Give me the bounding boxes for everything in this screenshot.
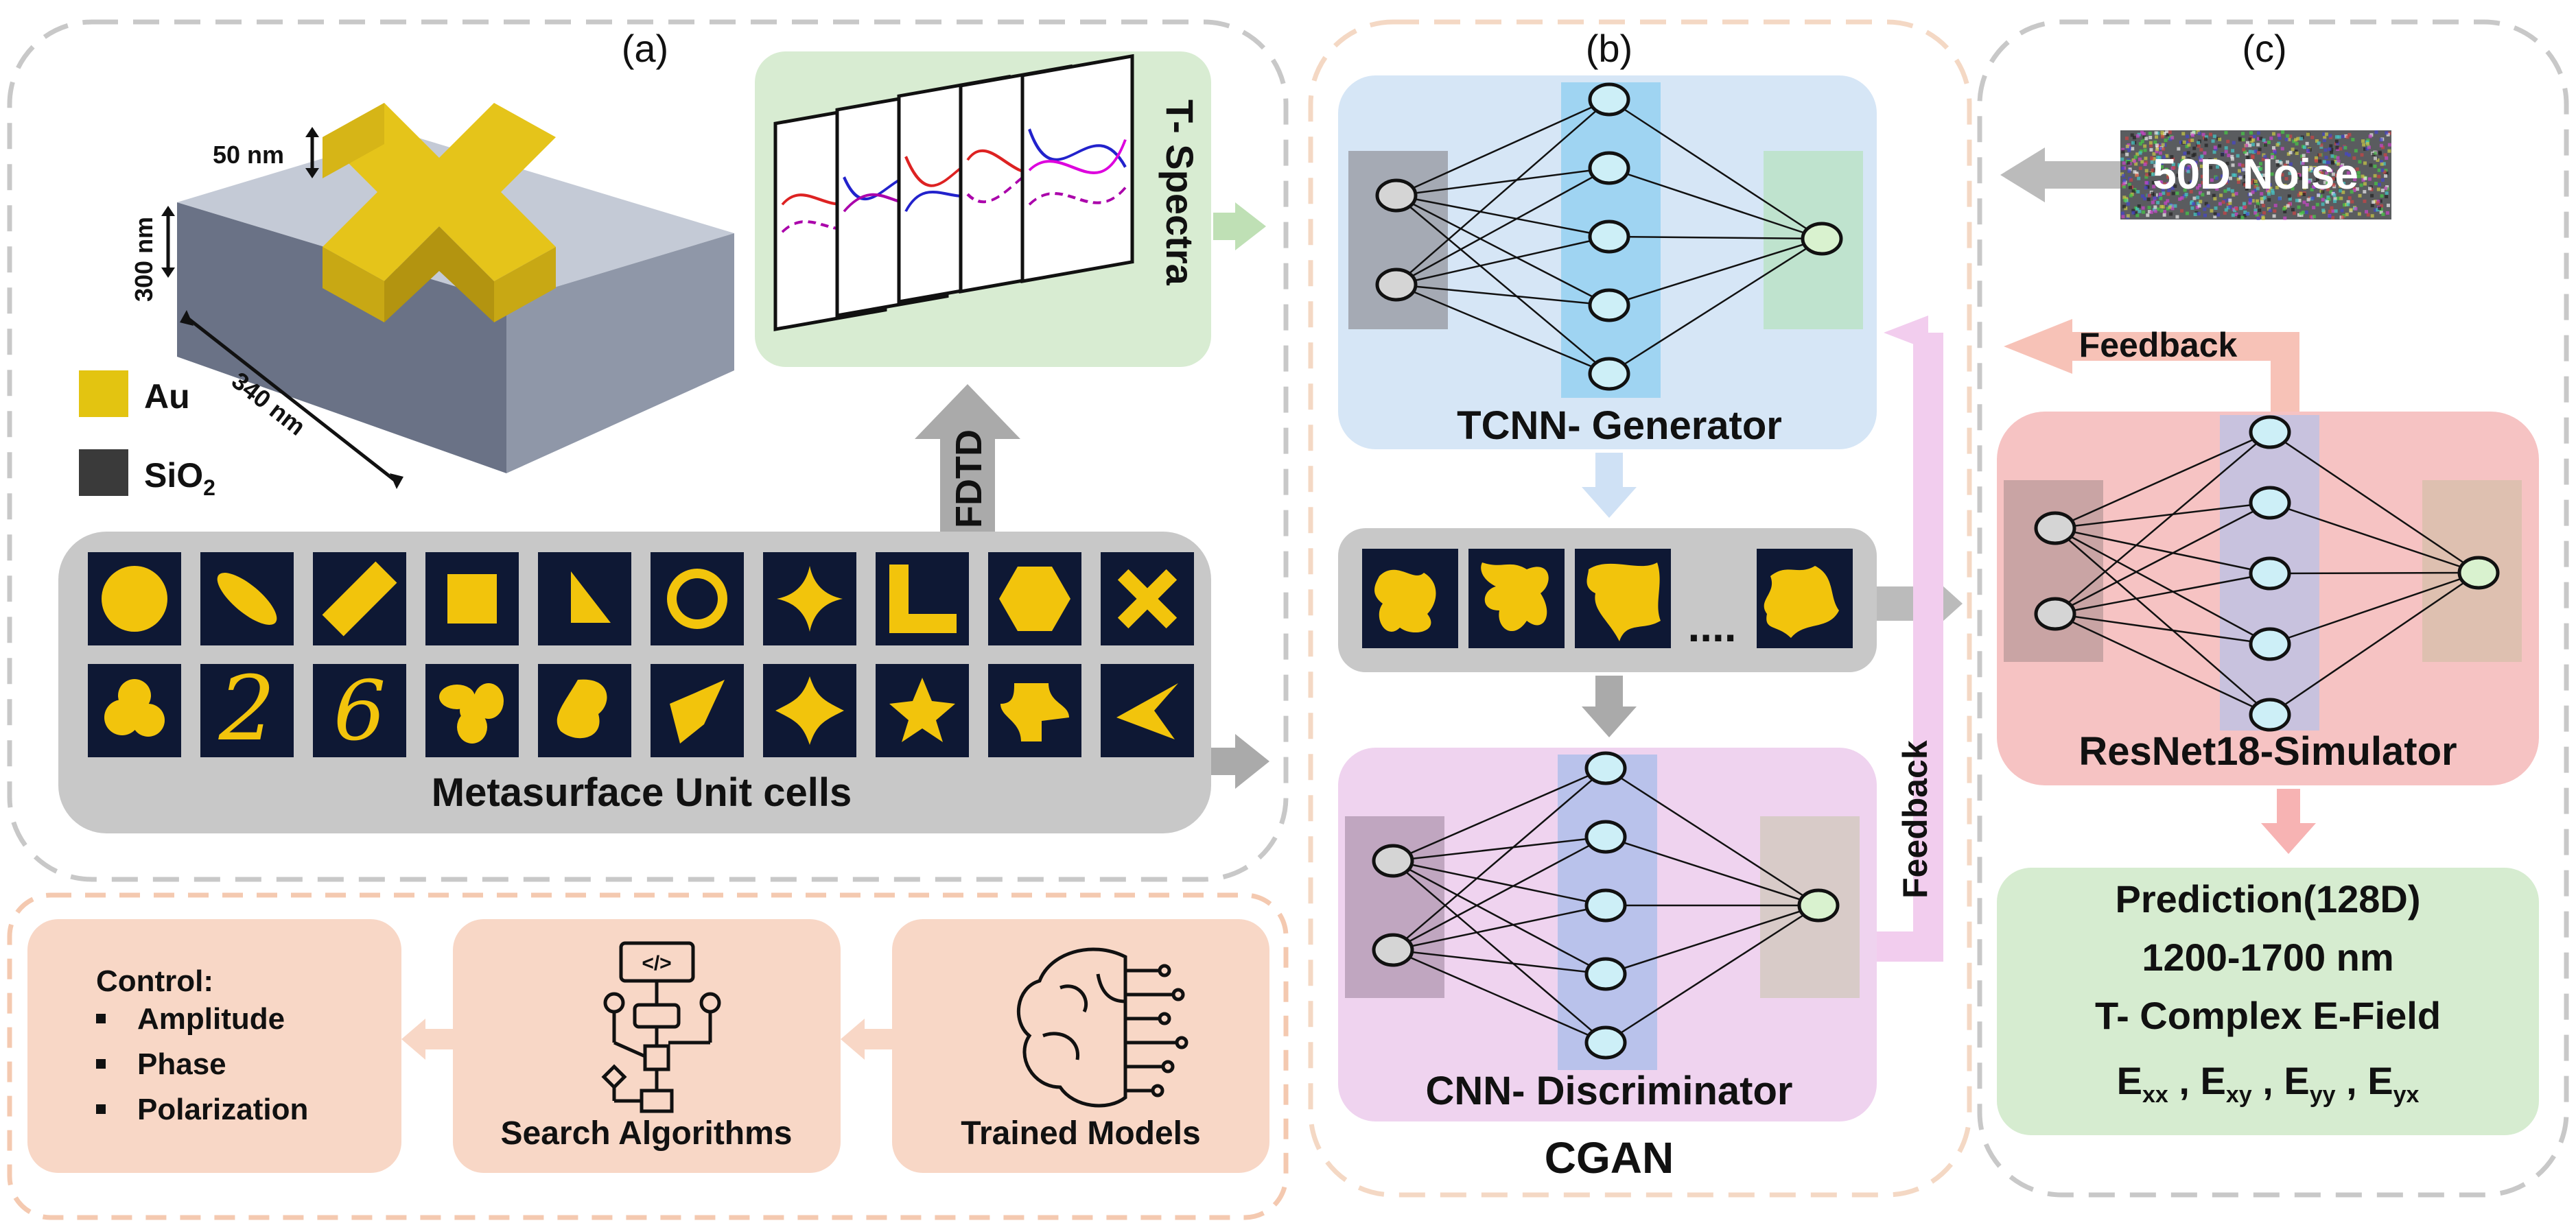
cgan-caption: CGAN [1545, 1133, 1674, 1183]
fdtd-label: FDTD [948, 429, 990, 528]
control-list: Amplitude Phase Polarization [96, 1002, 308, 1126]
search-label: Search Algorithms [501, 1115, 793, 1152]
legend-sio2-label: SiO2 [144, 456, 215, 500]
generated-samples: .... [1362, 549, 1853, 651]
discriminator-label: CNN- Discriminator [1426, 1069, 1793, 1113]
flowchart-icon: </> [601, 941, 721, 1113]
field-exx-main: E [2117, 1059, 2142, 1102]
substrate-left-face [177, 202, 506, 473]
discriminator-network [1345, 751, 1860, 1070]
sim-to-prediction-arrow [2261, 789, 2316, 854]
generator-network [1348, 82, 1863, 398]
simulator-network [2004, 415, 2522, 732]
panel-c-label: (c) [2242, 27, 2286, 70]
metasurface-label: Metasurface Unit cells [432, 770, 852, 815]
feedback-c-label: Feedback [2079, 326, 2238, 364]
control-box [27, 919, 401, 1173]
generated-dots: .... [1687, 602, 1736, 651]
noise-box: 50D Noise [2120, 130, 2391, 220]
unit-cell-tile [200, 664, 294, 757]
spectra-right-arrow [1213, 202, 1266, 250]
feedback-c-arrowhead [2004, 319, 2072, 374]
substrate-right-face [506, 233, 734, 473]
simulator-label: ResNet18-Simulator [2079, 729, 2457, 774]
control-left-arrow [401, 1019, 453, 1060]
control-item-amplitude: Amplitude [137, 1002, 285, 1036]
noise-left-arrow [2000, 147, 2120, 202]
svg-text:</>: </> [642, 952, 671, 975]
feedback-b-label: Feedback [1896, 740, 1934, 899]
legend-sio2-swatch [79, 449, 128, 496]
legend-au-label: Au [144, 377, 190, 416]
spectra-stack [773, 54, 1134, 331]
generator-label: TCNN- Generator [1457, 403, 1782, 448]
bottom-row-border [7, 892, 1289, 1220]
control-title: Control: [96, 964, 213, 998]
fdtd-arrow [915, 384, 1020, 532]
feedback-b-path [1877, 333, 1943, 962]
panel-a-label: (a) [622, 27, 668, 70]
svg-text:6: 6 [333, 664, 386, 759]
gen-to-samples-arrow [1582, 453, 1637, 518]
control-item-polarization: Polarization [137, 1093, 308, 1126]
unit-cell-3d: 50 nm 300 nm 340 nm [130, 103, 734, 489]
metasurface-right-arrow [1211, 734, 1269, 789]
gold-cross [323, 103, 556, 322]
samples-to-disc-arrow [1582, 676, 1637, 737]
panel-b-label: (b) [1586, 27, 1632, 70]
prediction-box [1997, 868, 2539, 1135]
trained-box [892, 919, 1269, 1173]
panel-b-border [1308, 19, 1972, 1198]
prediction-line3: T- Complex E-Field [2095, 994, 2441, 1037]
brain-circuit-icon [1017, 947, 1189, 1108]
feedback-c-path [2059, 332, 2299, 412]
legend-au-swatch [79, 370, 128, 417]
panel-c-border [1977, 19, 2569, 1198]
feedback-b-arrowhead [1884, 316, 1928, 350]
search-left-arrow [841, 1019, 892, 1060]
dim-300nm: 300 nm [130, 217, 158, 302]
prediction-line2: 1200-1700 nm [2142, 936, 2393, 979]
unit-cell-tile [313, 664, 406, 757]
dim-50nm: 50 nm [213, 141, 284, 169]
trained-label: Trained Models [961, 1115, 1200, 1152]
panel-a-border [7, 19, 1289, 882]
prediction-line1: Prediction(128D) [2116, 877, 2421, 921]
svg-text:2: 2 [218, 656, 276, 761]
control-item-phase: Phase [137, 1047, 226, 1081]
prediction-fields: Exx , Exy , Eyy , Eyx [2117, 1059, 2420, 1108]
spectra-label: T- Spectra [1158, 99, 1202, 286]
noise-label: 50D Noise [2153, 151, 2358, 198]
